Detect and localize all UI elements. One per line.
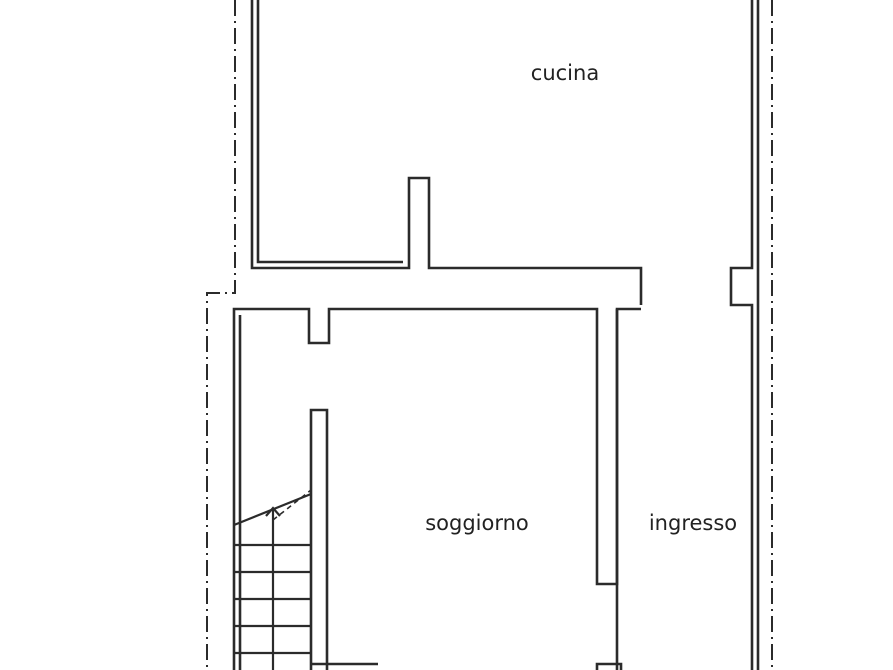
living-outer-wall xyxy=(232,307,641,670)
staircase xyxy=(233,489,312,670)
stair-walkline xyxy=(272,489,312,521)
kitchen-right-wall xyxy=(729,0,754,670)
room-label-living: soggiorno xyxy=(425,511,529,535)
left-boundary-line xyxy=(206,0,236,670)
kitchen-walls xyxy=(250,0,760,670)
room-label-kitchen: cucina xyxy=(531,61,599,85)
kitchen-left-wall xyxy=(250,0,643,305)
bottom-wall-right xyxy=(595,662,623,670)
kitchen-inner-left-wall xyxy=(256,0,403,264)
room-label-entrance: ingresso xyxy=(649,511,737,535)
boundary-lines xyxy=(206,0,773,670)
living-walls xyxy=(232,307,641,670)
stair-wall xyxy=(309,408,329,670)
stair-arrow-icon xyxy=(265,506,281,517)
